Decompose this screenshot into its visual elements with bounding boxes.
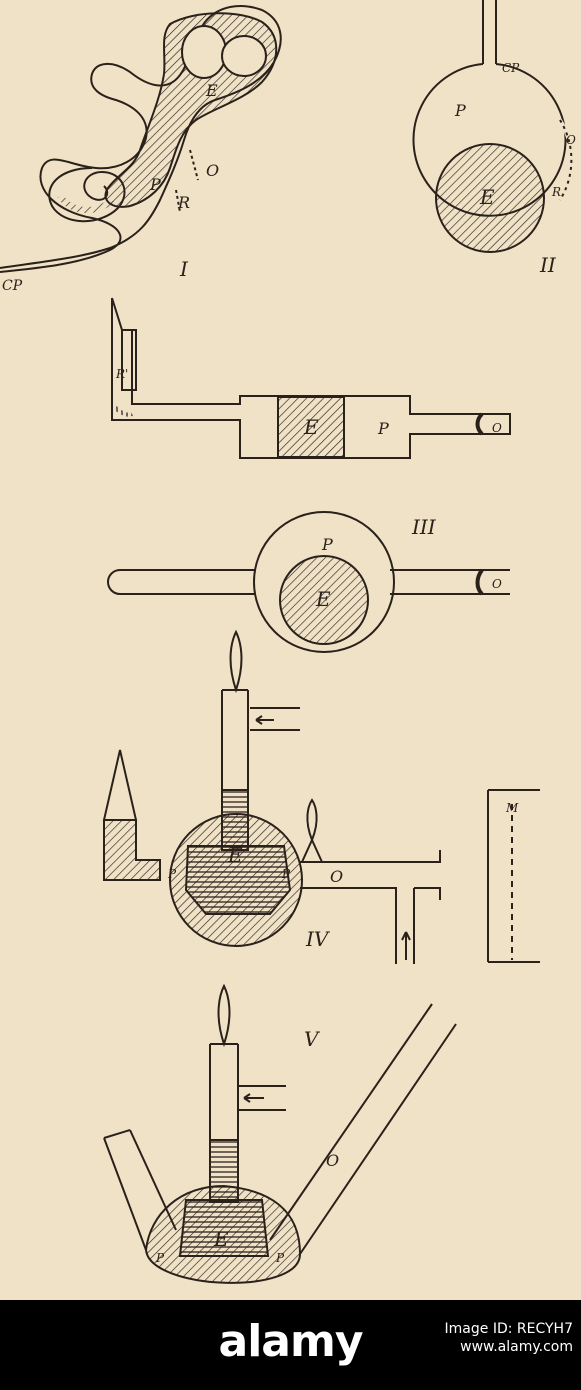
watermark-brand: alamy xyxy=(218,1316,364,1367)
panel-iii-meniscus-left xyxy=(110,402,133,417)
panel-v-right-tube xyxy=(269,1003,457,1255)
panel-iv-left-arm xyxy=(103,820,161,881)
panel-iv-label-o: O xyxy=(330,867,343,886)
panel-i-label-p: P xyxy=(149,175,161,194)
panel-iv-manometer xyxy=(487,789,540,963)
panel-v-top-tube xyxy=(209,1043,239,1140)
panel-i-label-e: E xyxy=(205,81,218,100)
panel-v-label-p-left: P xyxy=(155,1251,165,1265)
stock-watermark-banner: alamy Image ID: RECYH7 www.alamy.com xyxy=(0,1300,581,1390)
panel-iv-inlet-arrow xyxy=(250,707,300,731)
panel-iv-right-flame xyxy=(306,798,318,843)
panel-v-numeral: V xyxy=(304,1027,321,1051)
canal-loop-right xyxy=(221,35,267,77)
panel-i-label-cp: CP xyxy=(2,278,23,294)
cochlea-spiral xyxy=(48,167,126,223)
figure-plate: E O P R CP I CP P E O R II R' E xyxy=(0,0,581,1300)
panel-iii-piston xyxy=(277,396,345,458)
round-window xyxy=(175,189,181,213)
panel-iii-label-p-bottom: P xyxy=(321,535,333,554)
panel-iii-inner-sphere xyxy=(279,555,369,645)
panel-iii-right-tube xyxy=(390,569,510,595)
watermark-id-line: Image ID: RECYH7 xyxy=(444,1321,573,1337)
panel-v-flame xyxy=(217,983,231,1048)
panel-iv-up-arrow xyxy=(401,931,411,960)
panel-iii-label-e-bottom: E xyxy=(315,587,331,611)
panel-iii-label-o-bottom: O xyxy=(492,577,502,591)
panel-iv-neck xyxy=(221,789,249,851)
cochlea-duct xyxy=(57,194,115,214)
panel-iv-label-p-right: P xyxy=(281,867,291,881)
labyrinth-outer-outline xyxy=(0,5,282,273)
panel-ii-label-r: R xyxy=(551,185,561,199)
panel-i-numeral: I xyxy=(179,257,189,281)
panel-iii-left-tube xyxy=(107,569,266,595)
panel-iii-label-e: E xyxy=(303,415,319,439)
panel-iv-flame-top xyxy=(229,629,243,694)
panel-iv-label-e: E xyxy=(227,843,243,867)
watermark-image-id: Image ID: RECYH7 www.alamy.com xyxy=(445,1320,573,1356)
panel-v-inlet-arrow xyxy=(238,1085,286,1111)
panel-iv-right-spike xyxy=(301,837,323,863)
panel-v-label-e: E xyxy=(213,1227,229,1251)
panel-iii-label-r-prime: R' xyxy=(115,367,128,381)
panel-ii-window xyxy=(559,119,573,201)
panel-i xyxy=(0,5,282,273)
panel-iii-label-p-top: P xyxy=(377,419,389,438)
panel-iii-lower-meniscus xyxy=(475,568,484,596)
panel-v xyxy=(103,983,457,1284)
canal-loop-left xyxy=(181,25,227,79)
panel-iv-outlet-tube xyxy=(300,850,441,964)
panel-iii xyxy=(107,297,511,653)
figure-page: E O P R CP I CP P E O R II R' E xyxy=(0,0,581,1300)
panel-i-label-r: R xyxy=(177,193,190,212)
panel-iii-meniscus-right xyxy=(475,412,484,436)
panel-ii xyxy=(412,0,574,253)
panel-i-label-o: O xyxy=(206,161,219,180)
panel-iv-label-m: M xyxy=(505,801,519,815)
panel-v-label-p-right: P xyxy=(275,1251,285,1265)
panel-ii-label-cp: CP xyxy=(502,61,520,75)
panel-iv xyxy=(102,629,540,964)
panel-iii-label-o-top: O xyxy=(492,421,502,435)
panel-iv-inner-body xyxy=(184,845,292,915)
panel-ii-label-p: P xyxy=(454,101,466,120)
panel-ii-inner-sphere xyxy=(435,143,545,253)
panel-iii-numeral: III xyxy=(411,515,437,539)
oval-window xyxy=(189,149,199,181)
panel-iv-top-tube xyxy=(221,689,249,790)
panel-iv-numeral: IV xyxy=(305,927,331,951)
panel-ii-numeral: II xyxy=(539,253,557,277)
panel-ii-tube xyxy=(482,0,497,64)
watermark-url-line: www.alamy.com xyxy=(460,1339,573,1355)
panel-ii-label-e: E xyxy=(479,185,495,209)
panel-v-label-o: O xyxy=(326,1151,339,1170)
panel-iii-tip xyxy=(111,297,137,391)
panel-iv-label-p-left: P xyxy=(167,867,177,881)
panel-v-neck xyxy=(209,1139,239,1203)
panel-ii-label-o: O xyxy=(566,133,576,147)
panel-iii-cylinder xyxy=(111,298,511,459)
